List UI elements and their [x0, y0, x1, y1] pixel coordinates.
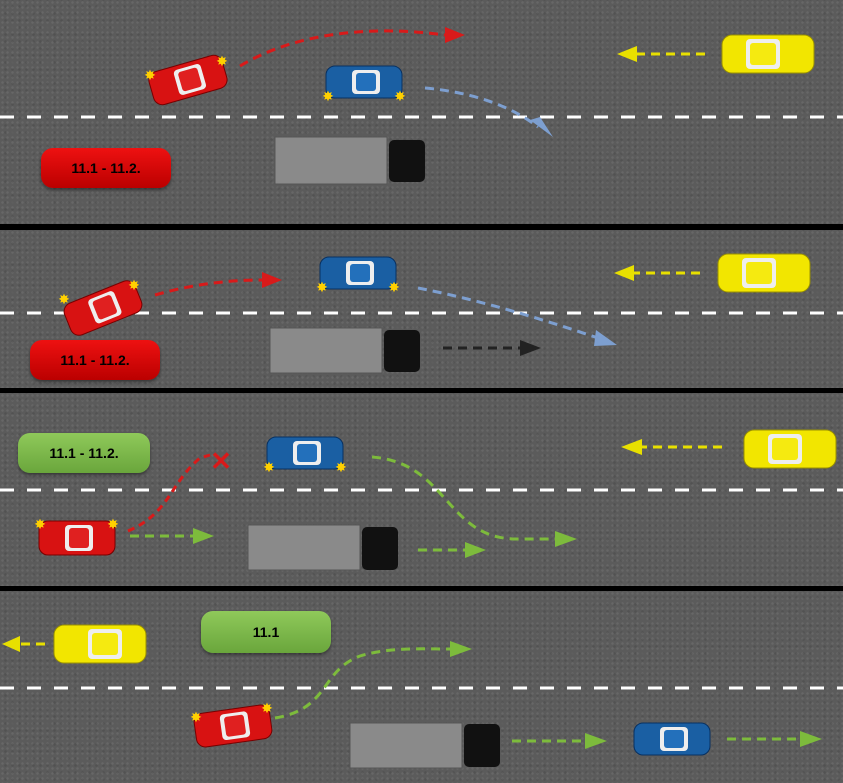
rule-badge-label: 11.1 - 11.2. [60, 352, 130, 368]
green-arrow-head [193, 528, 214, 544]
turn-signal-star-icon: ✸ [128, 277, 140, 293]
scenario-panel-2: ✸ ✸ ✸ ✸ [0, 230, 843, 388]
red-x-icon: ✕ [210, 446, 232, 476]
turn-signal-star-icon: ✸ [388, 279, 400, 295]
scenario-panel-1: ✸ ✸ ✸ ✸ [0, 0, 843, 224]
green-arrow [274, 647, 451, 720]
turn-signal-star-icon: ✸ [316, 279, 328, 295]
black-arrow-head [520, 340, 541, 356]
rule-badge-label: 11.1 [252, 624, 280, 640]
green-arrow-head [555, 531, 577, 547]
turn-signal-star-icon: ✸ [261, 700, 273, 716]
turn-signal-star-icon: ✸ [216, 53, 228, 69]
truck [349, 722, 500, 769]
turn-signal-star-icon: ✸ [190, 709, 202, 725]
green-arrow-head [800, 731, 822, 747]
green-arrow [371, 455, 555, 541]
blue-arrow [424, 86, 539, 129]
red-arrow [239, 29, 446, 68]
red-forbidden-arrow [127, 453, 211, 533]
yellow-arrow-head [2, 636, 20, 652]
red-arrow-head [445, 27, 465, 43]
turn-signal-star-icon: ✸ [34, 516, 46, 532]
yellow-car [721, 34, 815, 74]
yellow-car [53, 624, 147, 664]
yellow-arrow-head [617, 46, 637, 62]
red-car [38, 520, 116, 556]
rule-badge: 11.1 - 11.2. [30, 340, 160, 380]
blue-car [633, 722, 711, 756]
scenario-panel-4: ✸ ✸ 11.1 [0, 591, 843, 783]
turn-signal-star-icon: ✸ [263, 459, 275, 475]
rule-badge: 11.1 - 11.2. [18, 433, 150, 473]
blue-car [266, 436, 344, 470]
red-arrow [154, 278, 263, 297]
blue-arrow-head [594, 330, 617, 346]
rule-badge: 11.1 [201, 611, 331, 653]
rule-badge-label: 11.1 - 11.2. [71, 160, 141, 176]
red-car [193, 704, 273, 748]
turn-signal-star-icon: ✸ [394, 88, 406, 104]
yellow-car [743, 429, 837, 469]
blue-car [325, 65, 403, 99]
turn-signal-star-icon: ✸ [144, 67, 156, 83]
truck [269, 327, 420, 374]
turn-signal-star-icon: ✸ [107, 516, 119, 532]
green-arrow-head [585, 733, 607, 749]
red-car [63, 280, 143, 336]
red-arrow-head [262, 272, 282, 288]
yellow-arrow-head [614, 265, 634, 281]
blue-arrow [417, 286, 599, 340]
green-arrow-head [465, 542, 486, 558]
green-arrow-head [450, 641, 472, 657]
yellow-car [717, 253, 811, 293]
red-car [148, 54, 228, 106]
truck [274, 136, 425, 185]
turn-signal-star-icon: ✸ [335, 459, 347, 475]
blue-car [319, 256, 397, 290]
turn-signal-star-icon: ✸ [322, 88, 334, 104]
scenario-panel-3: ✸ ✸ ✸ ✸ ✕ [0, 393, 843, 586]
rule-badge-label: 11.1 - 11.2. [49, 445, 119, 461]
rule-badge: 11.1 - 11.2. [41, 148, 171, 188]
blue-arrow-head [530, 117, 553, 137]
truck [247, 524, 398, 571]
yellow-arrow-head [621, 439, 642, 455]
turn-signal-star-icon: ✸ [58, 291, 70, 307]
